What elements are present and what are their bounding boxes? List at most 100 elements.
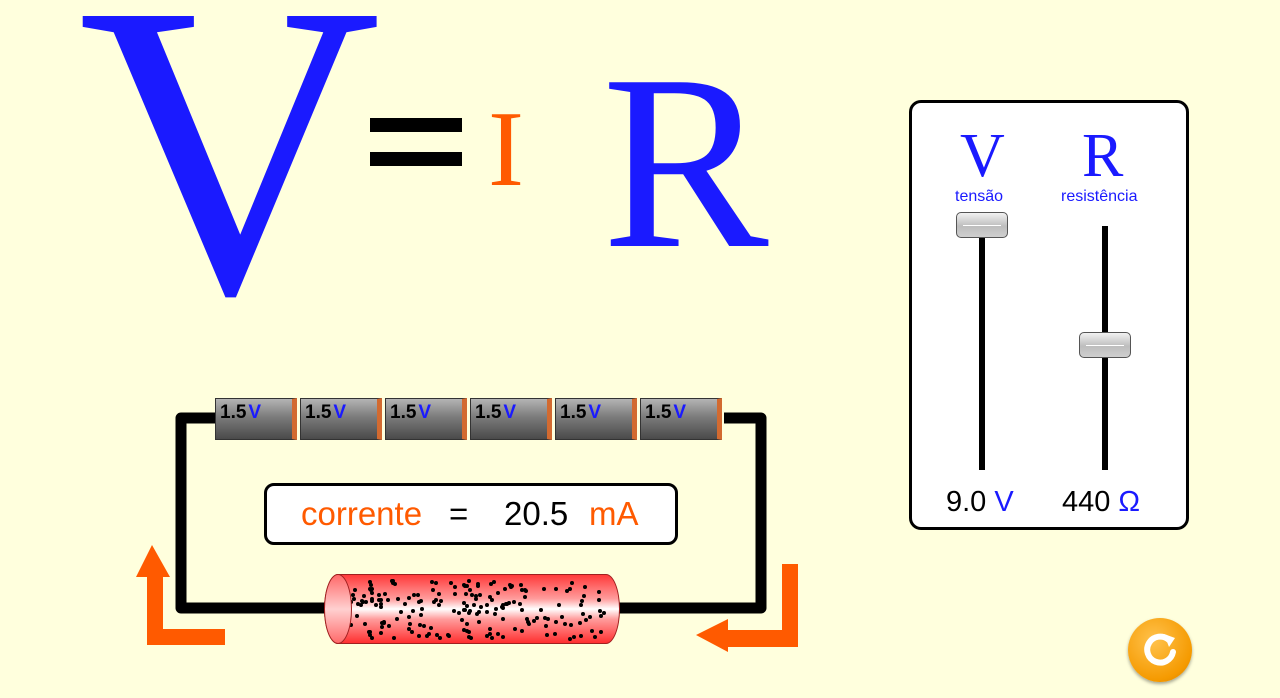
electron-dot: [399, 609, 404, 614]
resistor: [324, 574, 620, 644]
electron-dot: [361, 593, 366, 598]
electron-dot: [367, 630, 372, 635]
electron-dot: [496, 591, 501, 596]
electron-dot: [488, 631, 493, 636]
electron-dot: [452, 608, 457, 613]
electron-dot: [437, 603, 442, 608]
battery-value: 1.5: [390, 402, 417, 423]
electron-dot: [579, 603, 584, 608]
battery-unit: V: [418, 402, 432, 423]
electron-dot: [519, 587, 524, 592]
resistance-slider-thumb[interactable]: [1079, 331, 1131, 358]
electron-dot: [379, 601, 384, 606]
electron-dot: [569, 622, 574, 627]
electron-dot: [571, 635, 576, 640]
electron-dot: [476, 582, 481, 587]
electron-dot: [390, 579, 395, 584]
electron-dot: [477, 619, 482, 624]
voltage-unit: V: [994, 486, 1014, 518]
electron-dot: [377, 593, 382, 598]
current-unit: mA: [589, 495, 639, 532]
electron-dot: [403, 601, 408, 606]
electron-dot: [490, 598, 495, 603]
reset-icon: [1144, 633, 1176, 666]
electron-dot: [453, 591, 458, 596]
electron-dot: [578, 620, 583, 625]
electron-dot: [503, 587, 508, 592]
electron-dot: [427, 631, 432, 636]
voltage-symbol: V: [960, 122, 1005, 190]
electron-dot: [445, 632, 450, 637]
electron-dot: [525, 620, 530, 625]
electron-dot: [408, 621, 412, 626]
equation-voltage-letter: V: [78, 0, 382, 382]
battery-unit: V: [333, 402, 347, 423]
electron-dot: [461, 627, 466, 632]
reset-button[interactable]: [1128, 618, 1192, 682]
electron-dot: [582, 585, 587, 590]
electron-dot: [431, 588, 436, 593]
electron-dot: [370, 599, 375, 604]
electron-dot: [352, 596, 357, 601]
electron-dot: [431, 599, 436, 604]
electron-dot: [513, 627, 518, 632]
electron-dot: [410, 609, 415, 614]
electron-dot: [589, 628, 594, 633]
electron-dot: [473, 596, 478, 601]
electron-dot: [350, 593, 355, 598]
resistance-label: resistência: [1061, 188, 1138, 205]
electron-dot: [409, 630, 414, 635]
electron-dot: [349, 622, 354, 627]
electron-dot: [477, 609, 482, 614]
voltage-slider-thumb[interactable]: [956, 212, 1008, 238]
electron-dot: [500, 617, 505, 622]
electron-dot: [584, 618, 589, 623]
arrow-icon: [136, 545, 225, 645]
electron-dot: [465, 621, 470, 626]
electron-dot: [416, 592, 421, 597]
electron-dot: [433, 580, 438, 585]
electron-dot: [519, 583, 524, 588]
electron-dot: [391, 581, 396, 586]
voltage-value: 9.0: [946, 486, 987, 518]
electron-dot: [462, 600, 467, 605]
electron-dot: [597, 597, 602, 602]
electron-dot: [379, 625, 384, 629]
electron-dot: [407, 596, 412, 601]
electron-dot: [363, 599, 368, 604]
electron-dot: [508, 582, 513, 587]
electron-dot: [395, 617, 400, 622]
electron-dot: [439, 599, 444, 604]
electron-dot: [411, 593, 416, 598]
electron-dot: [554, 620, 559, 625]
electron-dot: [509, 584, 514, 589]
electron-dot: [407, 615, 412, 620]
electron-dot: [470, 592, 475, 597]
electron-dot: [477, 592, 482, 597]
electron-dot: [467, 579, 472, 584]
electron-dot: [368, 582, 373, 587]
voltage-slider-track[interactable]: [979, 226, 985, 470]
electron-dot: [353, 587, 358, 592]
electron-dot: [378, 631, 383, 636]
electron-dot: [456, 610, 461, 615]
battery-value: 1.5: [645, 402, 672, 423]
electron-dot: [407, 627, 412, 632]
electron-dot: [378, 604, 383, 609]
electron-dot: [598, 608, 603, 613]
current-equals: =: [449, 495, 469, 532]
electron-dot: [601, 611, 606, 616]
electron-dot: [489, 636, 494, 641]
electron-dot: [475, 584, 480, 589]
electron-dot: [378, 597, 383, 602]
electron-dot: [520, 607, 525, 612]
resistance-symbol: R: [1082, 122, 1124, 190]
electron-dot: [465, 604, 470, 609]
battery-value: 1.5: [305, 402, 332, 423]
